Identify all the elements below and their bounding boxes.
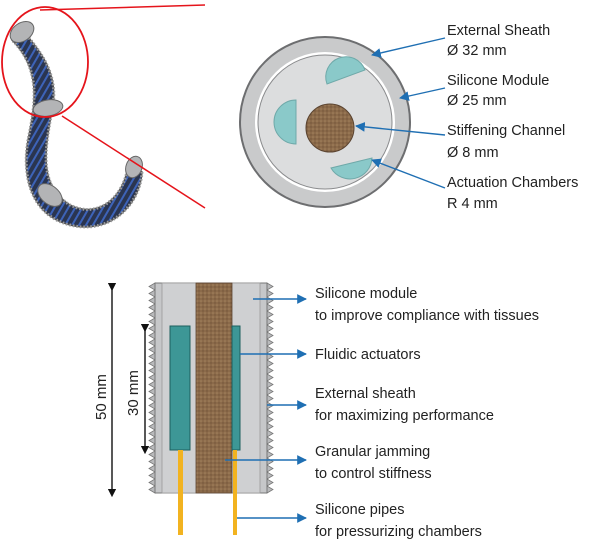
label-granular-jamming: Granular jamming bbox=[315, 444, 430, 460]
label-silicone-module-long-desc: to improve compliance with tissues bbox=[315, 308, 539, 324]
callout bbox=[1, 4, 206, 209]
arrow-silicone-module bbox=[399, 87, 446, 101]
label-stiffening-channel: Stiffening Channel bbox=[447, 123, 565, 139]
sheath-serration-left bbox=[148, 282, 156, 494]
arrow-external-sheath bbox=[371, 37, 446, 58]
label-actuation-chambers: Actuation Chambers bbox=[447, 175, 578, 191]
arrow-actuation-chambers bbox=[371, 158, 446, 189]
label-granular-jamming-desc: to control stiffness bbox=[315, 466, 432, 482]
cross-section bbox=[239, 36, 411, 208]
stiffening-channel-circle bbox=[305, 103, 355, 153]
dim-50mm-label: 50 mm bbox=[93, 374, 110, 420]
fluidic-actuator-left bbox=[169, 325, 191, 451]
callout-ellipse bbox=[1, 6, 89, 118]
chamber-top bbox=[325, 56, 366, 85]
longitudinal-section bbox=[148, 282, 274, 535]
fluidic-actuator-right bbox=[231, 325, 241, 451]
label-stiffening-channel-dim: Ø 8 mm bbox=[447, 145, 499, 161]
label-silicone-module-long: Silicone module bbox=[315, 286, 417, 302]
longitudinal-labels: Silicone module to improve compliance wi… bbox=[315, 286, 539, 540]
label-silicone-module-dim: Ø 25 mm bbox=[447, 93, 507, 109]
granular-jamming-channel bbox=[195, 282, 233, 494]
label-silicone-pipes-desc: for pressurizing chambers bbox=[315, 524, 482, 540]
label-silicone-module: Silicone Module bbox=[447, 73, 549, 89]
sheath-serration-right bbox=[266, 282, 274, 494]
robot-ridges bbox=[20, 28, 130, 211]
label-external-sheath-long-desc: for maximizing performance bbox=[315, 408, 494, 424]
label-fluidic-actuators: Fluidic actuators bbox=[315, 347, 421, 363]
dimension-markers: 50 mm 30 mm bbox=[93, 282, 150, 498]
label-silicone-pipes: Silicone pipes bbox=[315, 502, 404, 518]
cross-section-arrows bbox=[355, 37, 446, 189]
robot-body bbox=[10, 28, 143, 228]
silicone-pipe-left bbox=[178, 450, 183, 535]
robot-ridges-outer bbox=[10, 38, 144, 229]
chamber-left bbox=[273, 99, 297, 145]
label-external-sheath-dim: Ø 32 mm bbox=[447, 43, 507, 59]
label-actuation-chambers-dim: R 4 mm bbox=[447, 196, 498, 212]
dim-30mm-label: 30 mm bbox=[125, 370, 142, 416]
callout-line-upper bbox=[39, 4, 206, 11]
longitudinal-arrows bbox=[225, 294, 307, 523]
robot-render bbox=[9, 21, 144, 229]
cross-section-labels: External Sheath Ø 32 mm Silicone Module … bbox=[447, 23, 578, 212]
arrow-stiffening-channel bbox=[355, 122, 446, 136]
robot-ring-tip bbox=[125, 155, 143, 179]
label-external-sheath-long: External sheath bbox=[315, 386, 416, 402]
robot-ring-low bbox=[37, 183, 63, 207]
callout-line-lower bbox=[61, 115, 206, 209]
label-external-sheath: External Sheath bbox=[447, 23, 550, 39]
silicone-pipe-right bbox=[233, 450, 237, 535]
robot-ring-top bbox=[9, 21, 35, 43]
